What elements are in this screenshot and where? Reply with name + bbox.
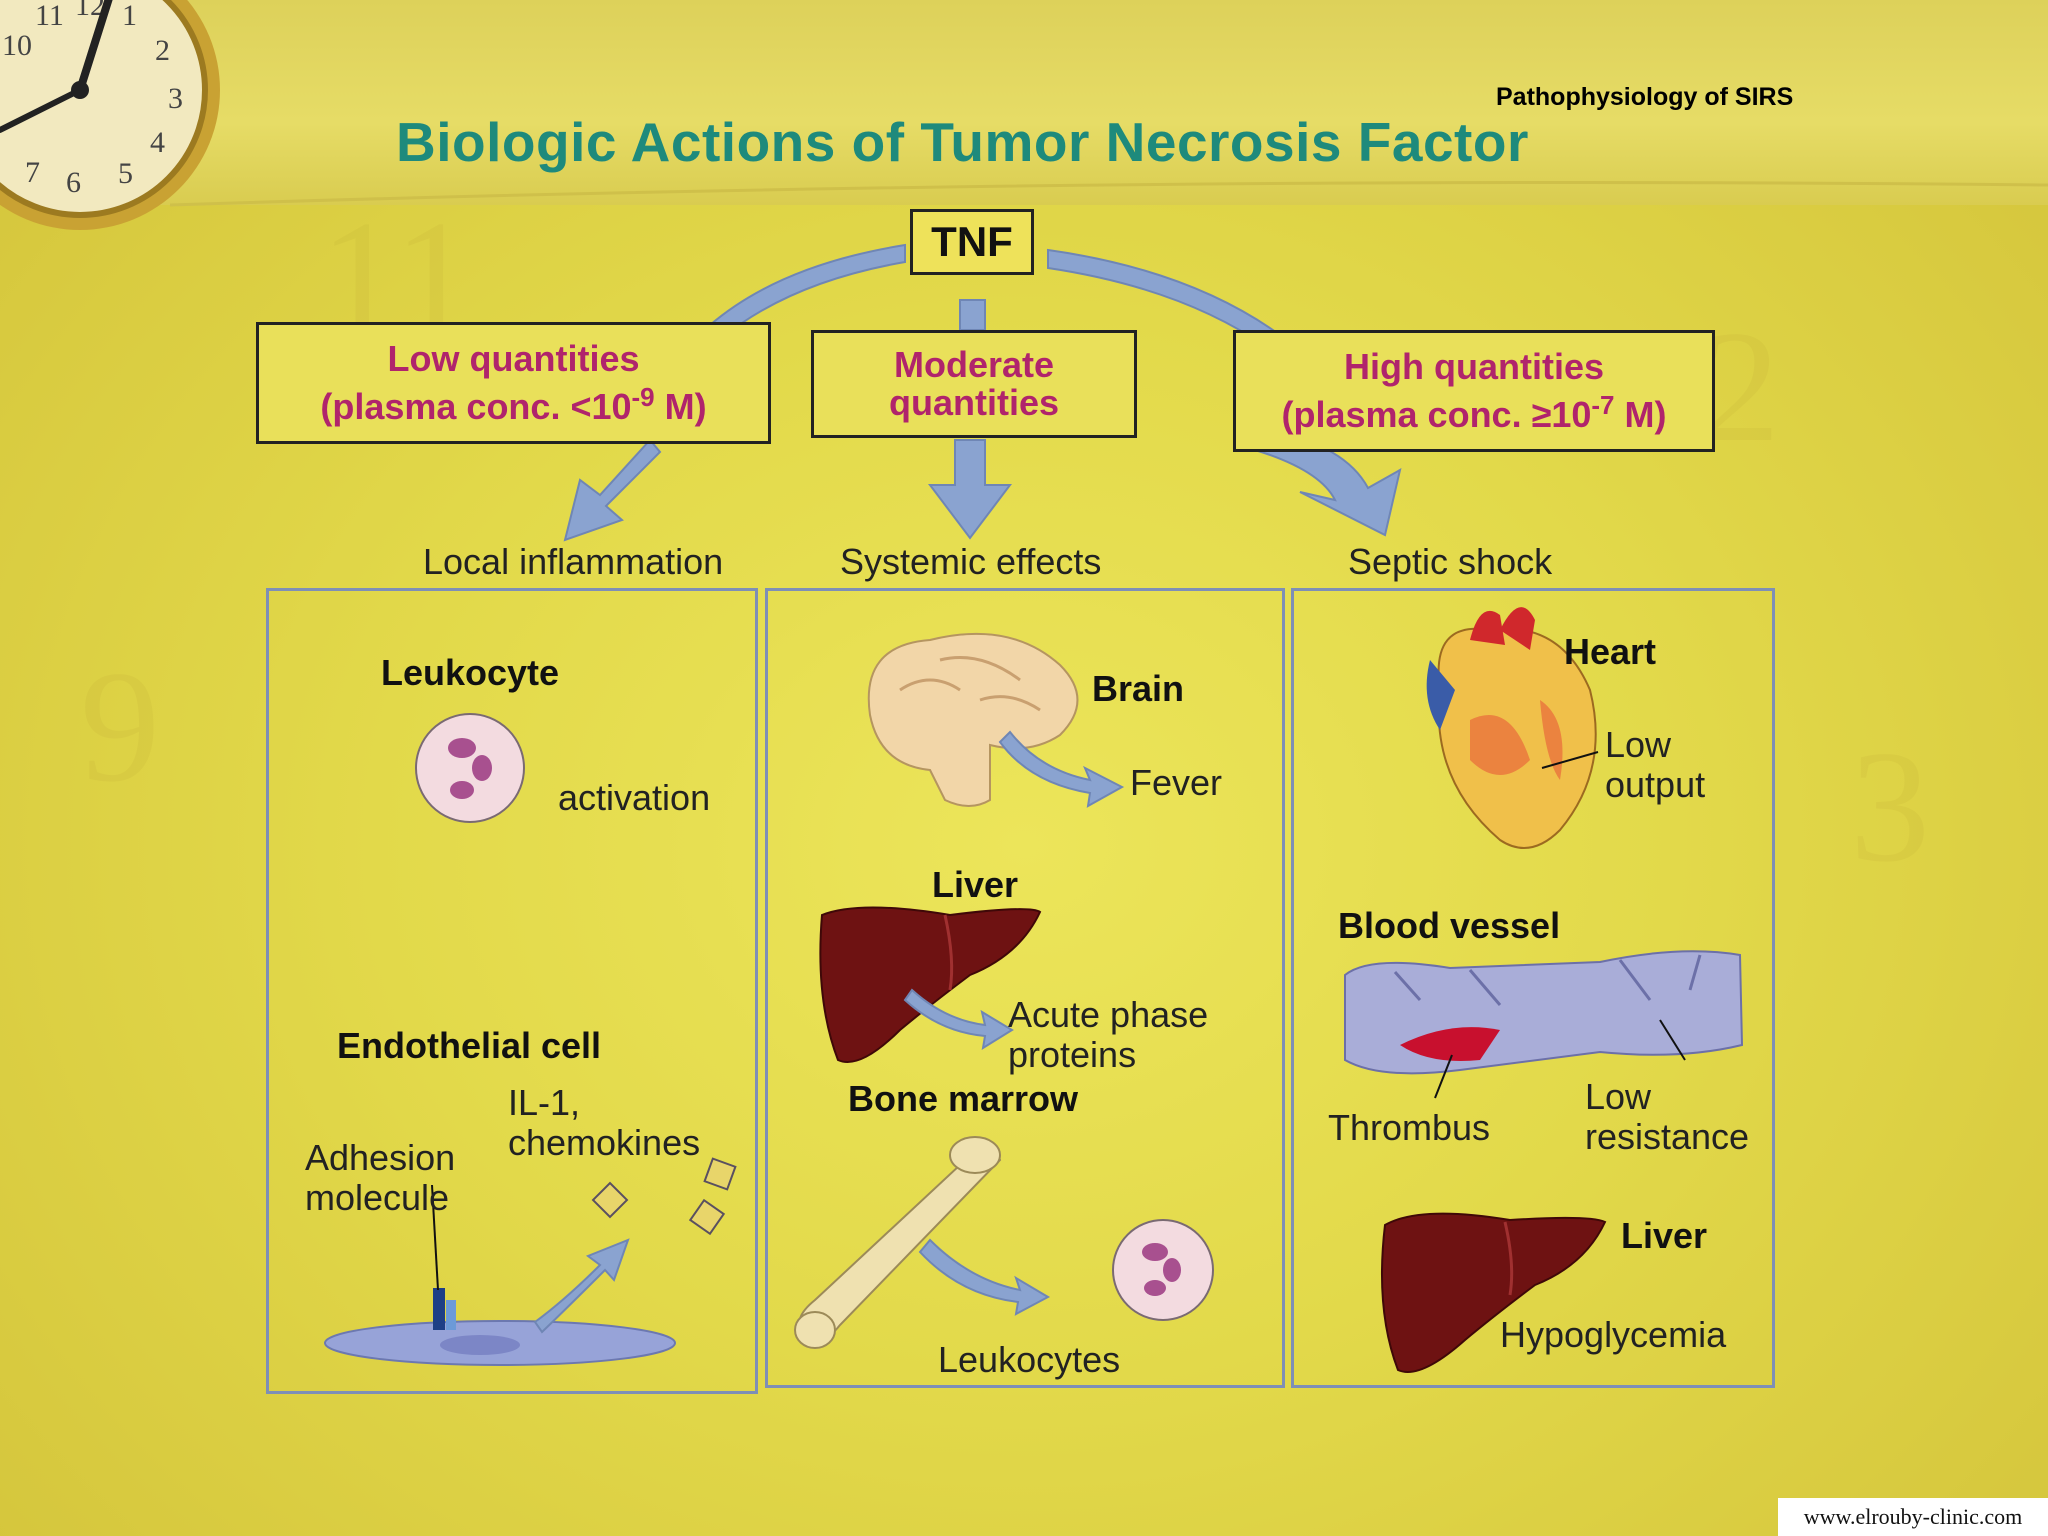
clock-numeral: 12 [75, 0, 105, 22]
tnf-box: TNF [910, 209, 1034, 275]
branch-arrows [563, 243, 1402, 542]
thrombus-label: Thrombus [1328, 1107, 1491, 1148]
moderate-quantities-line2: quantities [888, 382, 1059, 423]
il1-chemokines-label: IL-1, chemokines [508, 1082, 701, 1163]
moderate-quantities-box: Moderate quantities [811, 330, 1137, 438]
low-resistance-label: Low resistance [1585, 1076, 1750, 1157]
slide-subtitle: Pathophysiology of SIRS [1496, 83, 1794, 111]
low-output-label: Low output [1605, 724, 1706, 805]
effect-systemic: Systemic effects [840, 541, 1102, 582]
acute-phase-proteins-label: Acute phase proteins [1008, 994, 1209, 1075]
brain-illustration [867, 632, 1079, 807]
high-quantities-line2: (plasma conc. ≥10-7 M) [1281, 390, 1667, 435]
chemokine-particles [591, 1157, 737, 1236]
leukocytes-illustration [1112, 1219, 1214, 1321]
leukocytes-arrow [918, 1238, 1051, 1316]
low-quantities-line1: Low quantities [387, 338, 640, 379]
adhesion-molecule-label: Adhesion molecule [305, 1137, 456, 1218]
clock-numeral: 1 [122, 0, 137, 32]
svg-text:9: 9 [80, 637, 160, 815]
leukocyte-illustration [415, 713, 525, 823]
low-quantities-line2: (plasma conc. <10-9 M) [320, 382, 707, 427]
chemokine-arrow [533, 1238, 630, 1334]
svg-text:3: 3 [1850, 717, 1930, 895]
arrow-to-moderate [959, 299, 986, 331]
clock-numeral: 2 [155, 34, 170, 67]
panel-septic-shock [1291, 588, 1775, 1388]
clock-numeral: 10 [2, 29, 32, 62]
panel-systemic-effects [765, 588, 1285, 1388]
endothelial-cell-label: Endothelial cell [337, 1025, 602, 1066]
endothelial-cell-illustration [324, 1184, 676, 1366]
acute-phase-arrow [903, 988, 1014, 1051]
slide-title: Biologic Actions of Tumor Necrosis Facto… [396, 111, 1529, 173]
clock-numeral: 7 [25, 156, 40, 189]
blood-vessel-illustration [1344, 950, 1744, 1099]
heart-label: Heart [1564, 631, 1657, 672]
clock-icon: 11 12 1 2 3 4 5 6 7 10 [0, 0, 220, 230]
activation-label: activation [558, 777, 711, 818]
clock-numeral: 11 [35, 0, 64, 32]
panel-local-inflammation [266, 588, 758, 1394]
leukocytes-label: Leukocytes [938, 1339, 1121, 1380]
fever-arrow [998, 730, 1125, 808]
clock-numeral: 5 [118, 157, 133, 190]
arrow-low-down [563, 438, 662, 542]
watermark-url: www.elrouby-clinic.com [1778, 1498, 2048, 1536]
clock-numeral: 3 [168, 82, 183, 115]
low-quantities-box: Low quantities (plasma conc. <10-9 M) [256, 322, 771, 444]
bone-illustration [794, 1136, 1002, 1349]
liver-illustration [819, 906, 1042, 1063]
effect-local-inflammation: Local inflammation [423, 541, 724, 582]
bone-marrow-label: Bone marrow [848, 1078, 1079, 1119]
liver-septic-label: Liver [1621, 1215, 1708, 1256]
clock-numeral: 6 [66, 166, 81, 199]
moderate-quantities-line1: Moderate [893, 344, 1055, 385]
high-quantities-box: High quantities (plasma conc. ≥10-7 M) [1233, 330, 1715, 452]
arrow-moderate-down [927, 439, 1013, 540]
heart-illustration [1426, 607, 1599, 849]
liver-label: Liver [932, 864, 1019, 905]
header-band [0, 0, 2048, 205]
fever-label: Fever [1130, 762, 1223, 803]
liver-septic-illustration [1380, 1212, 1607, 1373]
high-quantities-line1: High quantities [1344, 346, 1604, 387]
hypoglycemia-label: Hypoglycemia [1500, 1314, 1727, 1355]
leukocyte-label: Leukocyte [381, 652, 560, 693]
brain-label: Brain [1092, 668, 1185, 709]
blood-vessel-label: Blood vessel [1338, 905, 1561, 946]
clock-numeral: 4 [150, 126, 165, 159]
effect-septic-shock: Septic shock [1348, 541, 1553, 582]
